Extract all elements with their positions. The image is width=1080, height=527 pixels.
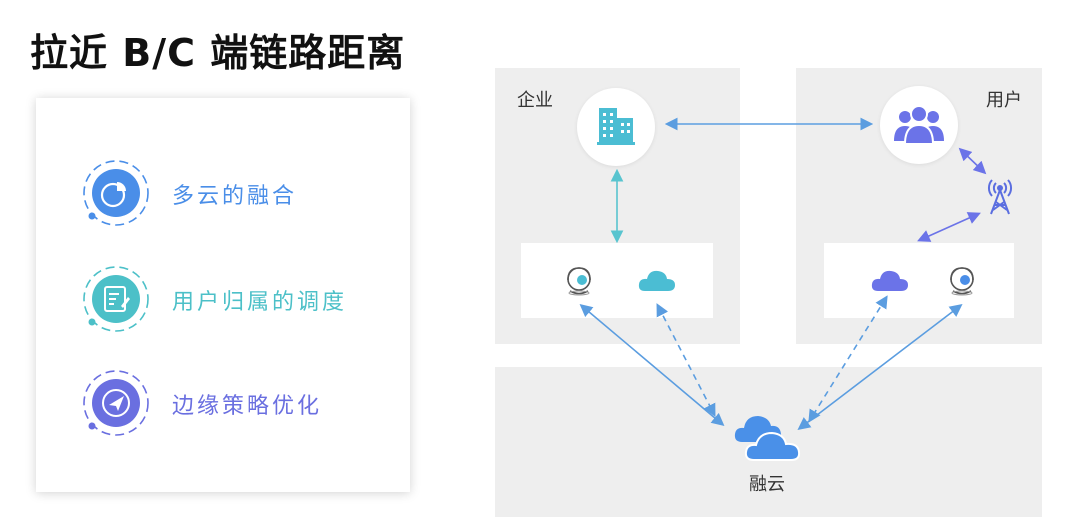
- feature-multi-cloud: 多云的融合: [80, 158, 410, 228]
- headset-agent-icon: [950, 267, 974, 296]
- user-edge-box: [824, 243, 1014, 318]
- enterprise-node: [577, 88, 655, 166]
- big-cloud-icon: [734, 416, 801, 461]
- edit-document-icon: [83, 266, 149, 332]
- feature-card: 多云的融合 用户归属的调度 边缘策略优化: [36, 98, 410, 492]
- enterprise-edge-box: [521, 243, 713, 318]
- feature-label: 多云的融合: [172, 184, 298, 209]
- feature-label: 用户归属的调度: [172, 290, 348, 315]
- feature-user-scheduling: 用户归属的调度: [80, 264, 410, 334]
- cloud-label: 融云: [749, 474, 785, 495]
- headset-agent-icon: [567, 267, 591, 296]
- user-node: [880, 86, 958, 164]
- cloud-icon: [871, 270, 908, 291]
- feature-label: 边缘策略优化: [172, 394, 323, 419]
- building-icon: [597, 108, 635, 145]
- users-group-icon: [894, 105, 944, 145]
- enterprise-label: 企业: [517, 90, 553, 111]
- pie-chart-icon: [83, 160, 149, 226]
- paper-plane-icon: [83, 370, 149, 436]
- user-label: 用户: [986, 90, 1022, 111]
- page-title: 拉近 B/C 端链路距离: [30, 31, 406, 75]
- cloud-icon: [638, 270, 675, 291]
- antenna-tower-icon: [988, 179, 1012, 215]
- feature-edge-strategy: 边缘策略优化: [80, 368, 410, 438]
